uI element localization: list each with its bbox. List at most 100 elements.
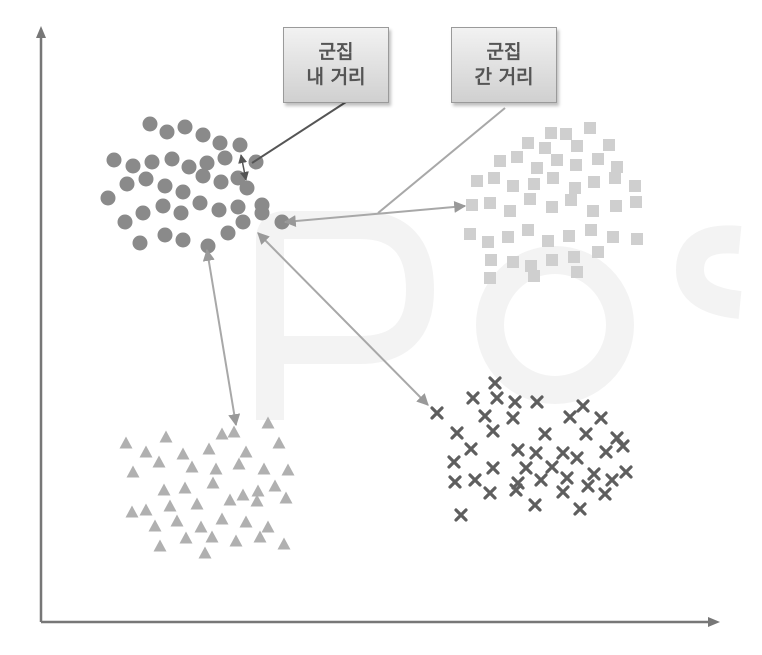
circle-point xyxy=(195,127,211,143)
intra-label-line1: 군집 xyxy=(318,41,354,63)
square-point xyxy=(585,224,597,236)
square-point xyxy=(592,153,604,165)
cross-point xyxy=(579,427,593,441)
triangle-point xyxy=(236,488,250,501)
square-point xyxy=(571,140,583,152)
triangle-point xyxy=(229,534,243,547)
square-point xyxy=(522,137,534,149)
cross-point xyxy=(556,446,570,460)
cross-point xyxy=(563,410,577,424)
cross-point xyxy=(450,426,464,440)
intra-distance-arrow xyxy=(238,154,249,181)
circle-point xyxy=(144,154,160,170)
circle-point xyxy=(181,159,197,175)
cross-point xyxy=(560,471,574,485)
cross-point xyxy=(483,486,497,500)
circle-point xyxy=(155,198,171,214)
intra-label-leader-line xyxy=(251,101,347,164)
square-point xyxy=(584,122,596,134)
cross-point xyxy=(587,467,601,481)
cross-point xyxy=(528,498,542,512)
cross-point xyxy=(616,439,630,453)
triangle-point xyxy=(281,463,295,476)
intra-label-line2: 내 거리 xyxy=(306,66,366,88)
square-point xyxy=(502,231,514,243)
circle-point xyxy=(239,180,255,196)
square-point xyxy=(560,128,572,140)
circle-point xyxy=(125,158,141,174)
cross-point xyxy=(509,483,523,497)
triangle-point xyxy=(251,484,265,497)
cross-point xyxy=(581,479,595,493)
square-point xyxy=(531,162,543,174)
square-point xyxy=(528,270,540,282)
cross-point xyxy=(619,465,633,479)
cross-point xyxy=(570,451,584,465)
inter-distance-arrow-circle-triangle xyxy=(202,248,241,427)
triangle-point xyxy=(139,503,153,516)
circle-point xyxy=(138,171,154,187)
triangle-point xyxy=(179,531,193,544)
triangle-point xyxy=(279,491,293,504)
circle-point xyxy=(199,155,215,171)
triangle-point xyxy=(176,447,190,460)
circle-point xyxy=(173,205,189,221)
cross-point xyxy=(486,424,500,438)
cross-point xyxy=(447,455,461,469)
triangle-point xyxy=(126,465,140,478)
square-point xyxy=(629,180,641,192)
circle-point xyxy=(217,150,233,166)
cross-point xyxy=(448,475,462,489)
square-point xyxy=(542,235,554,247)
triangle-point xyxy=(198,546,212,559)
square-point xyxy=(545,127,557,139)
square-point xyxy=(488,172,500,184)
square-point xyxy=(610,200,622,212)
inter-label-line2: 간 거리 xyxy=(474,66,534,88)
triangle-point xyxy=(250,494,264,507)
triangle-point xyxy=(253,530,267,543)
triangle-point xyxy=(277,537,291,550)
square-point xyxy=(494,155,506,167)
cross-point xyxy=(599,445,613,459)
cross-point xyxy=(511,443,525,457)
cross-point xyxy=(466,391,480,405)
cross-point xyxy=(430,406,444,420)
circle-point xyxy=(159,124,175,140)
cross-point xyxy=(538,427,552,441)
cross-point xyxy=(594,411,608,425)
triangle-point xyxy=(139,445,153,458)
triangle-point xyxy=(157,483,171,496)
triangle-point xyxy=(239,515,253,528)
inter-label-line1: 군집 xyxy=(486,41,522,63)
cross-point xyxy=(519,461,533,475)
circle-point xyxy=(211,202,227,218)
circle-point xyxy=(164,151,180,167)
cross-point xyxy=(488,376,502,390)
square-point xyxy=(607,231,619,243)
square-point xyxy=(524,193,536,205)
circle-point xyxy=(212,135,228,151)
circle-point xyxy=(235,214,251,230)
circle-point xyxy=(119,176,135,192)
inter-label-leader-line xyxy=(377,107,506,214)
square-cluster xyxy=(464,122,643,284)
square-point xyxy=(630,196,642,208)
triangle-point xyxy=(272,436,286,449)
square-point xyxy=(587,205,599,217)
square-point xyxy=(603,139,615,151)
triangle-point xyxy=(153,539,167,552)
square-point xyxy=(507,180,519,192)
square-point xyxy=(546,201,558,213)
square-point xyxy=(485,254,497,266)
triangle-point xyxy=(215,427,229,440)
circle-point xyxy=(132,235,148,251)
cross-point xyxy=(530,395,544,409)
triangle-point xyxy=(119,436,133,449)
circle-point xyxy=(157,178,173,194)
triangle-point xyxy=(239,445,253,458)
cross-point xyxy=(478,409,492,423)
cross-cluster xyxy=(430,376,633,522)
circle-point xyxy=(106,152,122,168)
cross-point xyxy=(454,508,468,522)
